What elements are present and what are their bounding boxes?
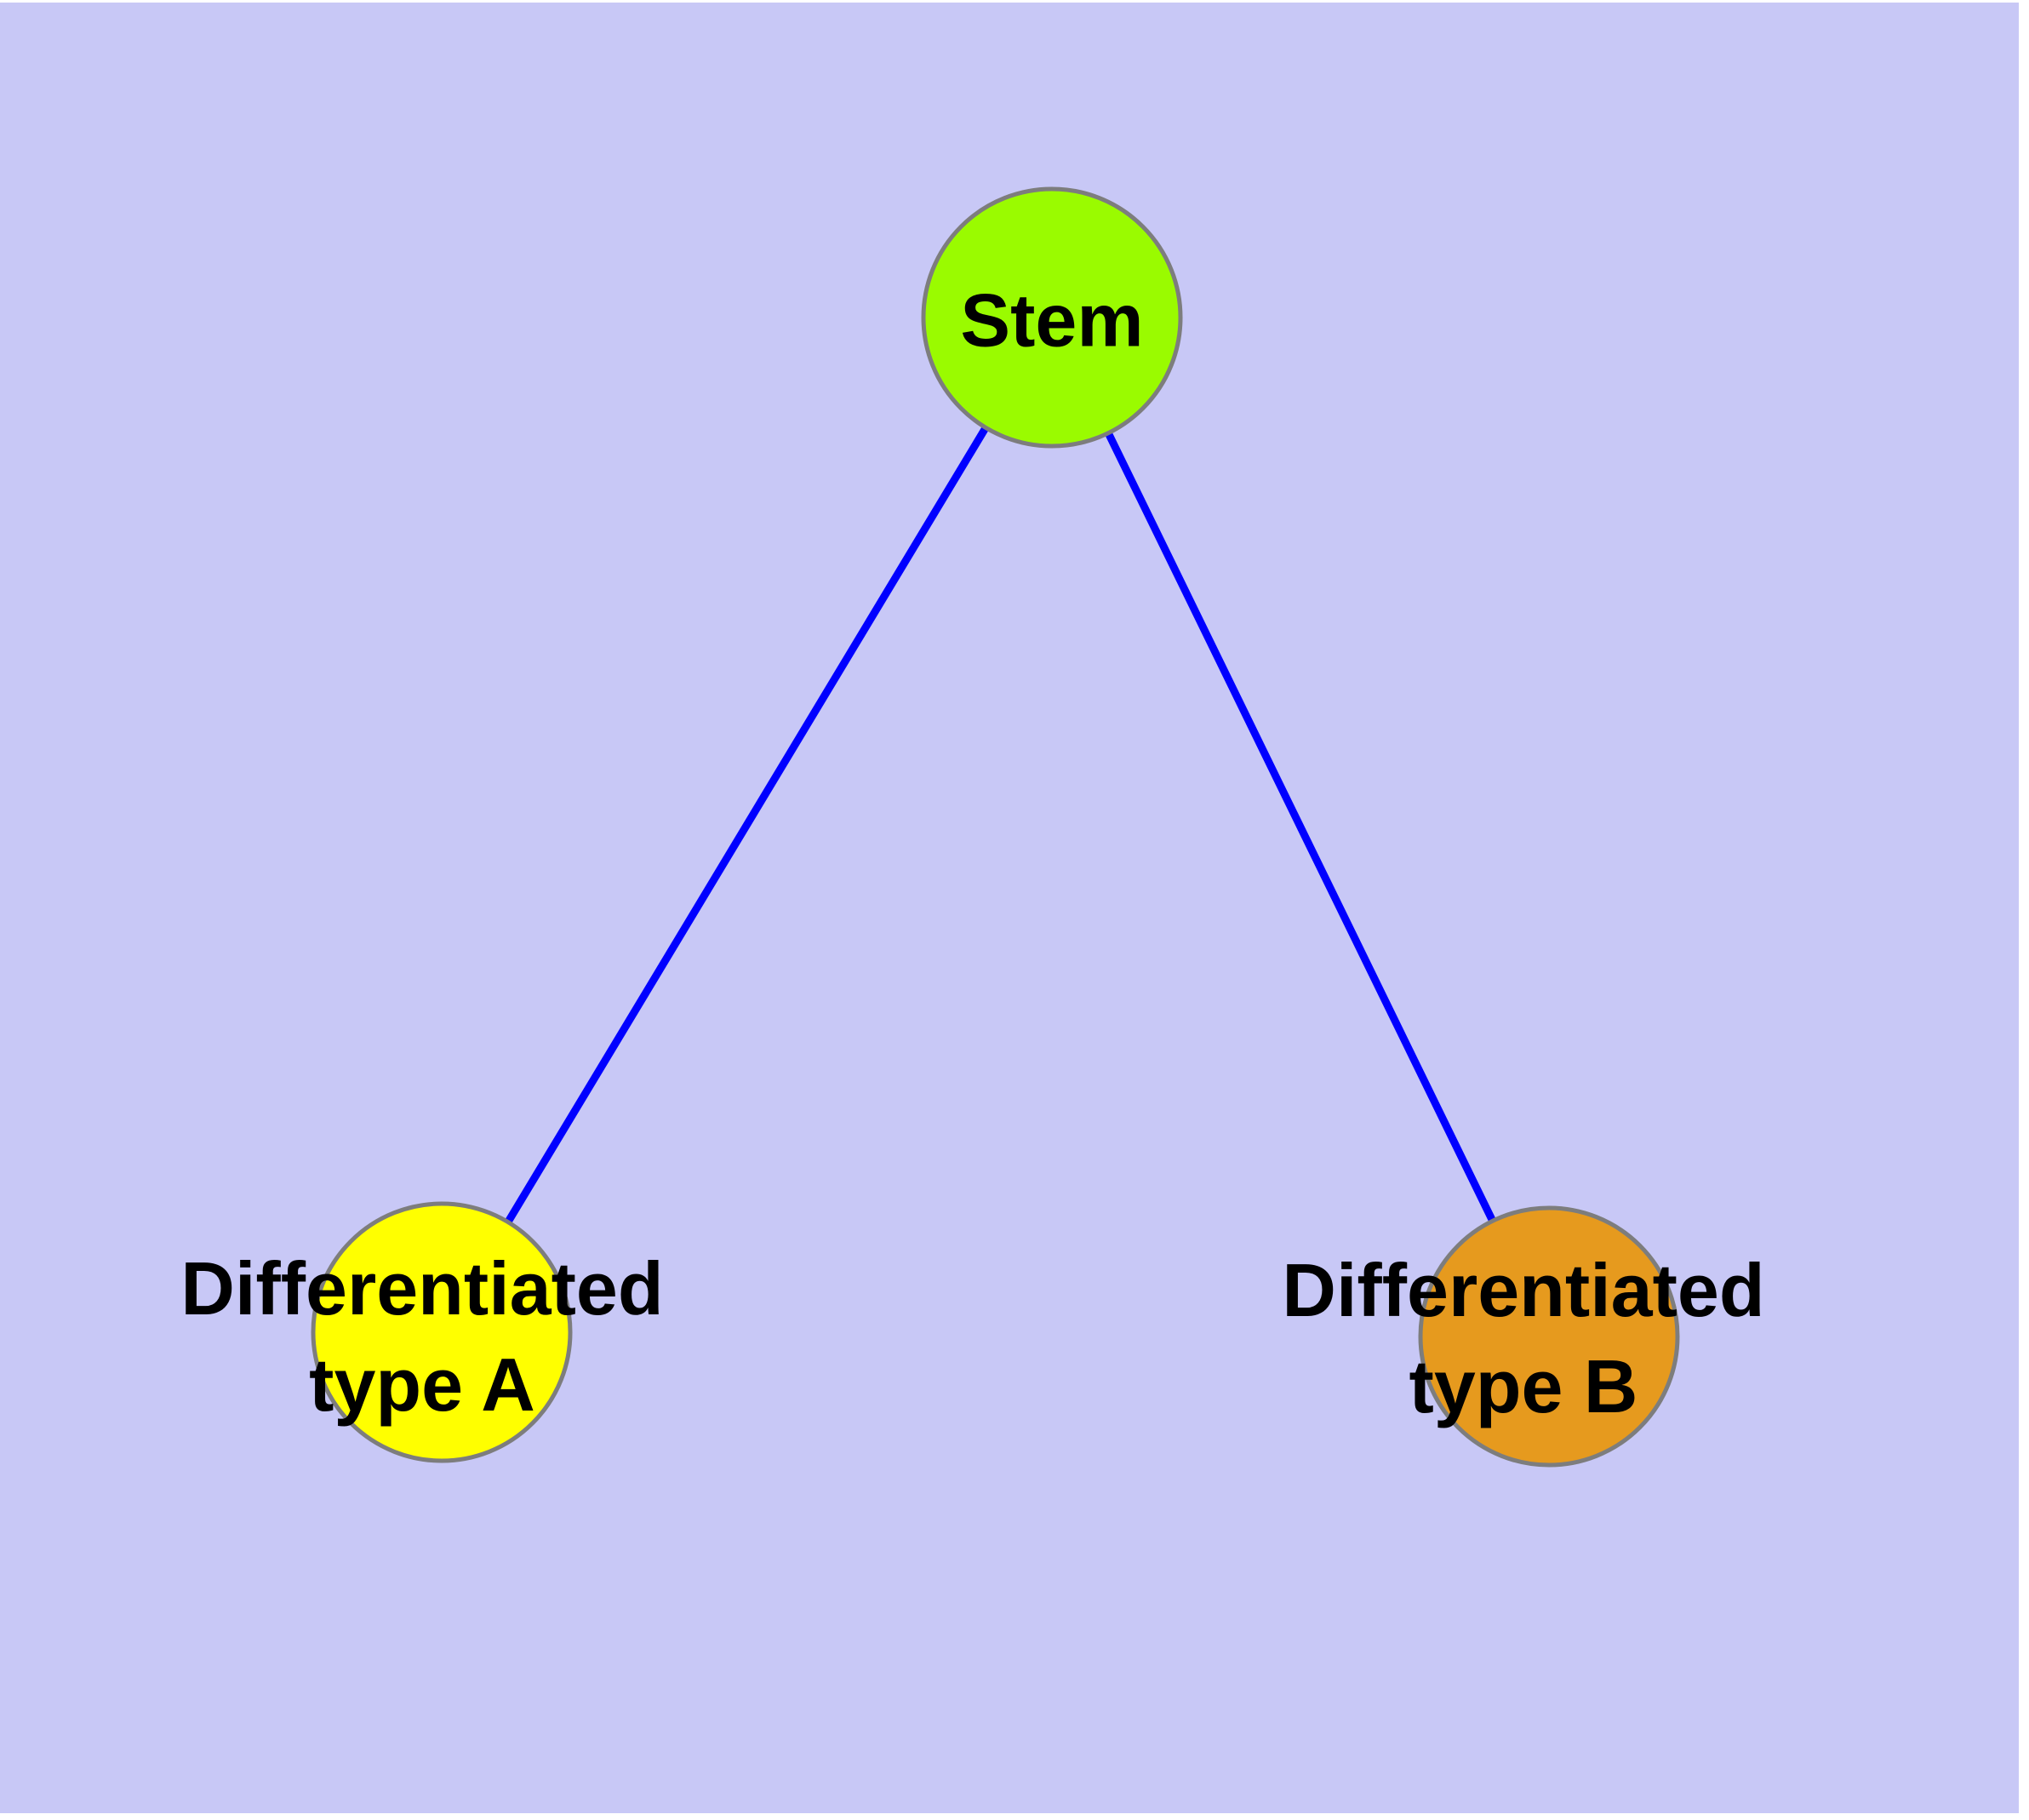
edge-stem-to-type-a [438,315,1055,1335]
node-differentiated-type-a-label: Differentiated type A [180,1246,664,1427]
node-stem [921,186,1183,449]
node-stem-label: Stem [960,278,1144,363]
node-differentiated-type-a [311,1201,573,1463]
edge-stem-to-type-b [1048,316,1553,1338]
node-differentiated-type-b [1418,1205,1680,1468]
node-differentiated-type-b-label: Differentiated type B [1282,1248,1765,1428]
